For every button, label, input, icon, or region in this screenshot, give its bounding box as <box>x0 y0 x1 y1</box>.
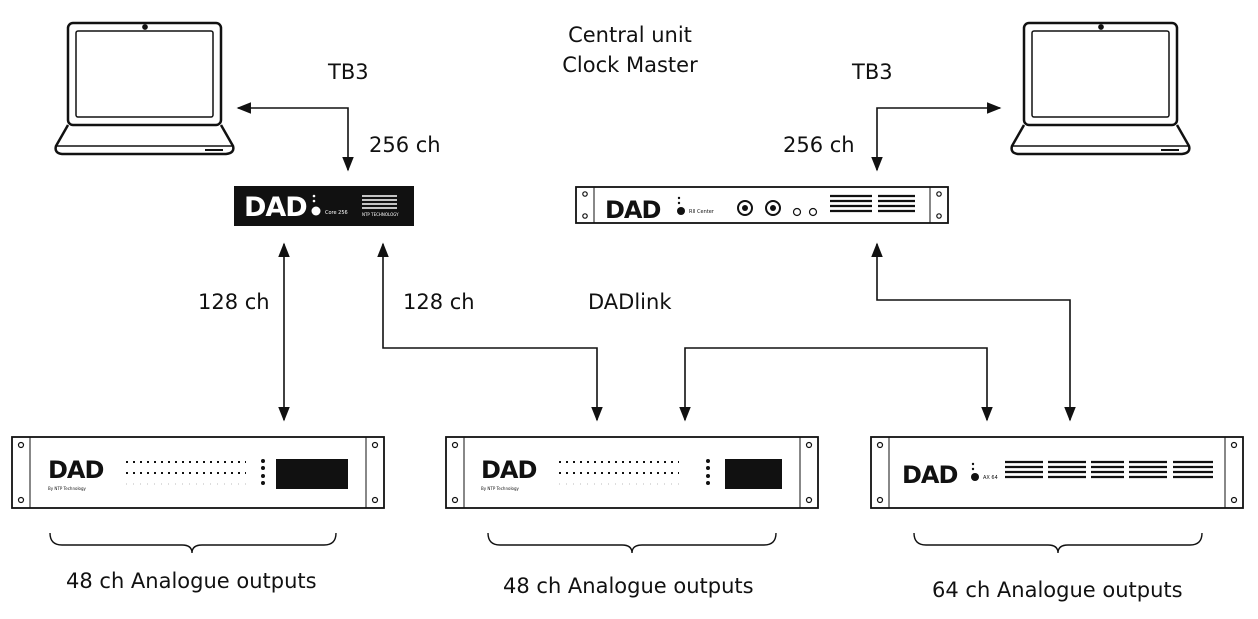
center-logo: DAD <box>605 196 660 224</box>
brace-left <box>49 532 337 554</box>
core-to-ax-middle-connection <box>377 242 603 422</box>
ax-middle-logo: DAD <box>481 456 536 484</box>
tb3-left-label: TB3 <box>328 60 369 84</box>
brace-right <box>913 532 1203 554</box>
brace-middle <box>487 532 777 554</box>
core-maker: NTP TECHNOLOGY <box>362 212 399 217</box>
ax-left-logo: DAD <box>48 456 103 484</box>
128ch-middle-label: 128 ch <box>403 290 475 314</box>
dadlink-label: DADlink <box>588 290 672 314</box>
dad-ax-unit-left-device: DAD By NTP Technology <box>11 436 385 509</box>
ax-middle-tag: By NTP Technology <box>481 486 520 491</box>
ax64-logo: DAD <box>902 461 957 489</box>
outputs-middle-label: 48 ch Analogue outputs <box>503 574 754 598</box>
central-unit-label: Central unit <box>568 23 692 47</box>
dad-rii-center-device: DAD RII Center <box>575 186 949 224</box>
center-model: RII Center <box>689 209 715 215</box>
dadlink-ax-middle-to-ax64-connection <box>679 347 993 422</box>
ax-left-tag: By NTP Technology <box>48 486 87 491</box>
outputs-right-label: 64 ch Analogue outputs <box>932 578 1183 602</box>
outputs-left-label: 48 ch Analogue outputs <box>66 569 317 593</box>
laptop-left-icon <box>54 21 235 156</box>
center-to-ax64-connection <box>871 242 1076 422</box>
dad-ax-unit-middle-device: DAD By NTP Technology <box>445 436 819 509</box>
tb3-left-connection <box>236 102 354 172</box>
ax64-model: AX 64 <box>983 475 998 481</box>
256ch-left-label: 256 ch <box>369 133 441 157</box>
tb3-right-connection <box>871 102 1002 172</box>
clock-master-label: Clock Master <box>562 53 698 77</box>
dad-core-256-device: DAD Core 256 NTP TECHNOLOGY <box>234 186 414 226</box>
256ch-right-label: 256 ch <box>783 133 855 157</box>
tb3-right-label: TB3 <box>852 60 893 84</box>
core-logo: DAD <box>244 192 307 223</box>
128ch-left-label: 128 ch <box>198 290 270 314</box>
dad-ax-64-device: DAD AX 64 <box>870 436 1244 509</box>
laptop-right-icon <box>1010 21 1191 156</box>
core-model: Core 256 <box>325 210 348 216</box>
